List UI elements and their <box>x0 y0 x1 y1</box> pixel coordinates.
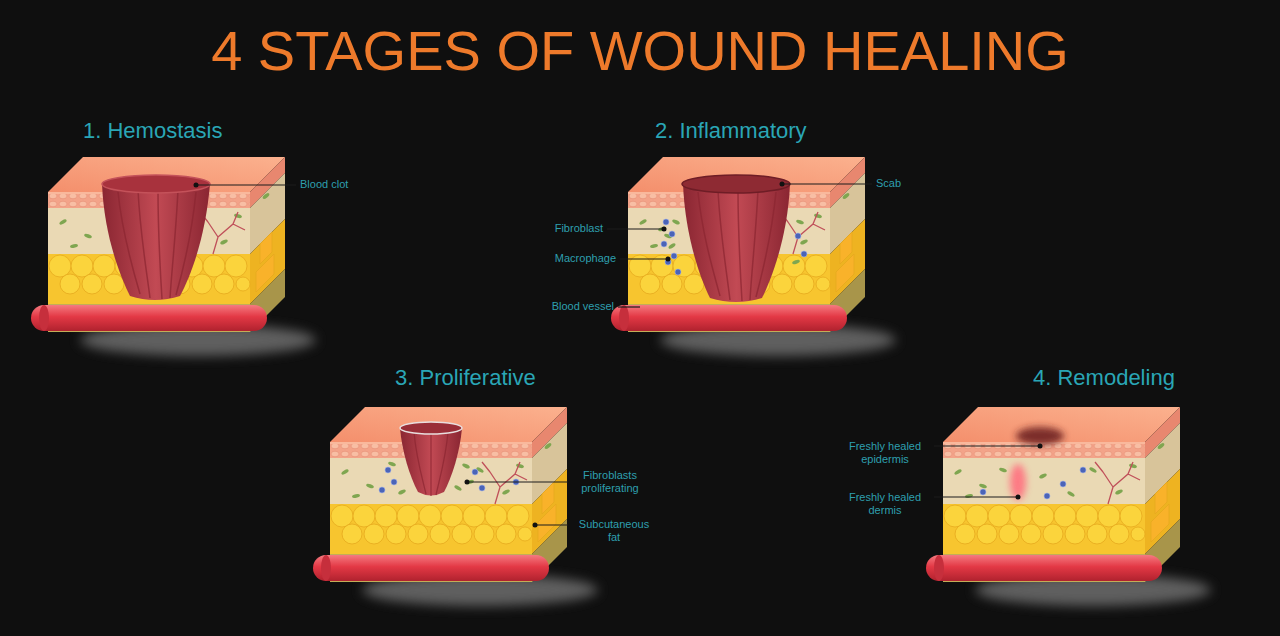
healed-skin <box>980 489 986 495</box>
part-label: Subcutaneous fat <box>572 518 656 544</box>
leader-dot <box>194 183 199 188</box>
leader-dot <box>533 523 538 528</box>
blood-clot <box>102 175 210 300</box>
healed-skin <box>980 467 1086 499</box>
healing-clot <box>388 461 475 495</box>
blood-clot <box>118 190 196 299</box>
leader-line <box>607 228 664 229</box>
healing-clot <box>391 479 397 485</box>
leader-dot <box>1016 495 1021 500</box>
leader-line <box>196 184 1040 525</box>
stage-panel: 3. Proliferative <box>322 365 582 600</box>
scab <box>801 251 807 257</box>
scab <box>668 242 677 250</box>
scab <box>682 175 790 193</box>
healed-skin <box>1010 464 1026 500</box>
leader-line <box>618 306 640 307</box>
scab <box>792 259 801 265</box>
stage-heading: 1. Hemostasis <box>83 118 222 144</box>
scab <box>661 219 807 275</box>
leader-dot <box>662 227 667 232</box>
healed-skin <box>1080 467 1086 473</box>
healing-clot <box>400 428 462 496</box>
healed-skin <box>1067 490 1076 497</box>
healed-skin <box>1016 427 1064 445</box>
healing-clot <box>414 432 448 496</box>
leader-dot <box>194 182 1043 528</box>
part-label: Blood clot <box>300 178 380 191</box>
scab <box>663 219 669 225</box>
skin-block <box>611 157 896 356</box>
page-title: 4 STAGES OF WOUND HEALING <box>0 20 1280 82</box>
scab <box>658 219 805 265</box>
skin-block <box>926 407 1211 606</box>
scab <box>675 269 681 275</box>
stage-panel: 2. Inflammatory <box>620 118 880 348</box>
part-label: Freshly healed dermis <box>840 491 930 517</box>
part-label: Scab <box>876 177 936 190</box>
healed-skin <box>999 467 1008 473</box>
healing-clot <box>385 467 391 473</box>
stage-heading: 4. Remodeling <box>1033 365 1175 391</box>
healing-clot <box>379 422 519 496</box>
healed-skin <box>1044 493 1050 499</box>
healed-skin <box>1039 473 1048 480</box>
leader-line <box>196 184 296 185</box>
scab <box>661 241 667 247</box>
healing-clot <box>400 422 462 434</box>
leader-line <box>467 481 568 482</box>
stage-panel: 1. Hemostasis <box>40 118 300 348</box>
leader-dot <box>780 182 785 187</box>
healing-clot <box>388 461 397 467</box>
scab <box>672 219 681 226</box>
healing-clot <box>479 485 485 491</box>
stage-heading: 3. Proliferative <box>395 365 536 391</box>
leader-dot <box>1038 444 1043 449</box>
leader-dot <box>666 257 671 262</box>
part-label: Fibroblast <box>523 222 603 235</box>
blood-clot <box>102 175 210 193</box>
healing-clot <box>454 484 463 491</box>
healing-clot <box>379 487 385 493</box>
healing-clot <box>398 489 407 496</box>
scab <box>796 219 805 225</box>
scab <box>658 175 807 302</box>
scab <box>795 233 801 239</box>
scab <box>669 231 675 237</box>
scab <box>671 253 677 259</box>
leader-line <box>934 445 1040 446</box>
skin-block <box>31 157 316 356</box>
skin-block <box>31 157 1211 606</box>
healed-skin <box>1060 481 1066 487</box>
stage-heading: 2. Inflammatory <box>655 118 807 144</box>
leader-line <box>782 183 872 184</box>
leader-line <box>934 496 1018 497</box>
part-label: Blood vessel <box>524 300 614 313</box>
blood-clot <box>102 184 210 300</box>
leader-dot <box>465 480 470 485</box>
scab <box>698 190 776 301</box>
leader-line <box>620 258 668 259</box>
healed-skin <box>980 427 1086 500</box>
healing-clot <box>472 469 478 475</box>
healing-clot <box>379 467 519 493</box>
healed-skin <box>999 467 1076 498</box>
part-label: Freshly healed epidermis <box>840 440 930 466</box>
skin-block <box>313 407 598 606</box>
part-label: Fibroblasts proliferating <box>572 469 648 495</box>
stage-panel: 4. Remodeling <box>935 365 1197 600</box>
scab <box>683 184 790 302</box>
healing-clot <box>462 463 471 470</box>
leader-line <box>535 524 568 525</box>
part-label: Macrophage <box>526 252 616 265</box>
